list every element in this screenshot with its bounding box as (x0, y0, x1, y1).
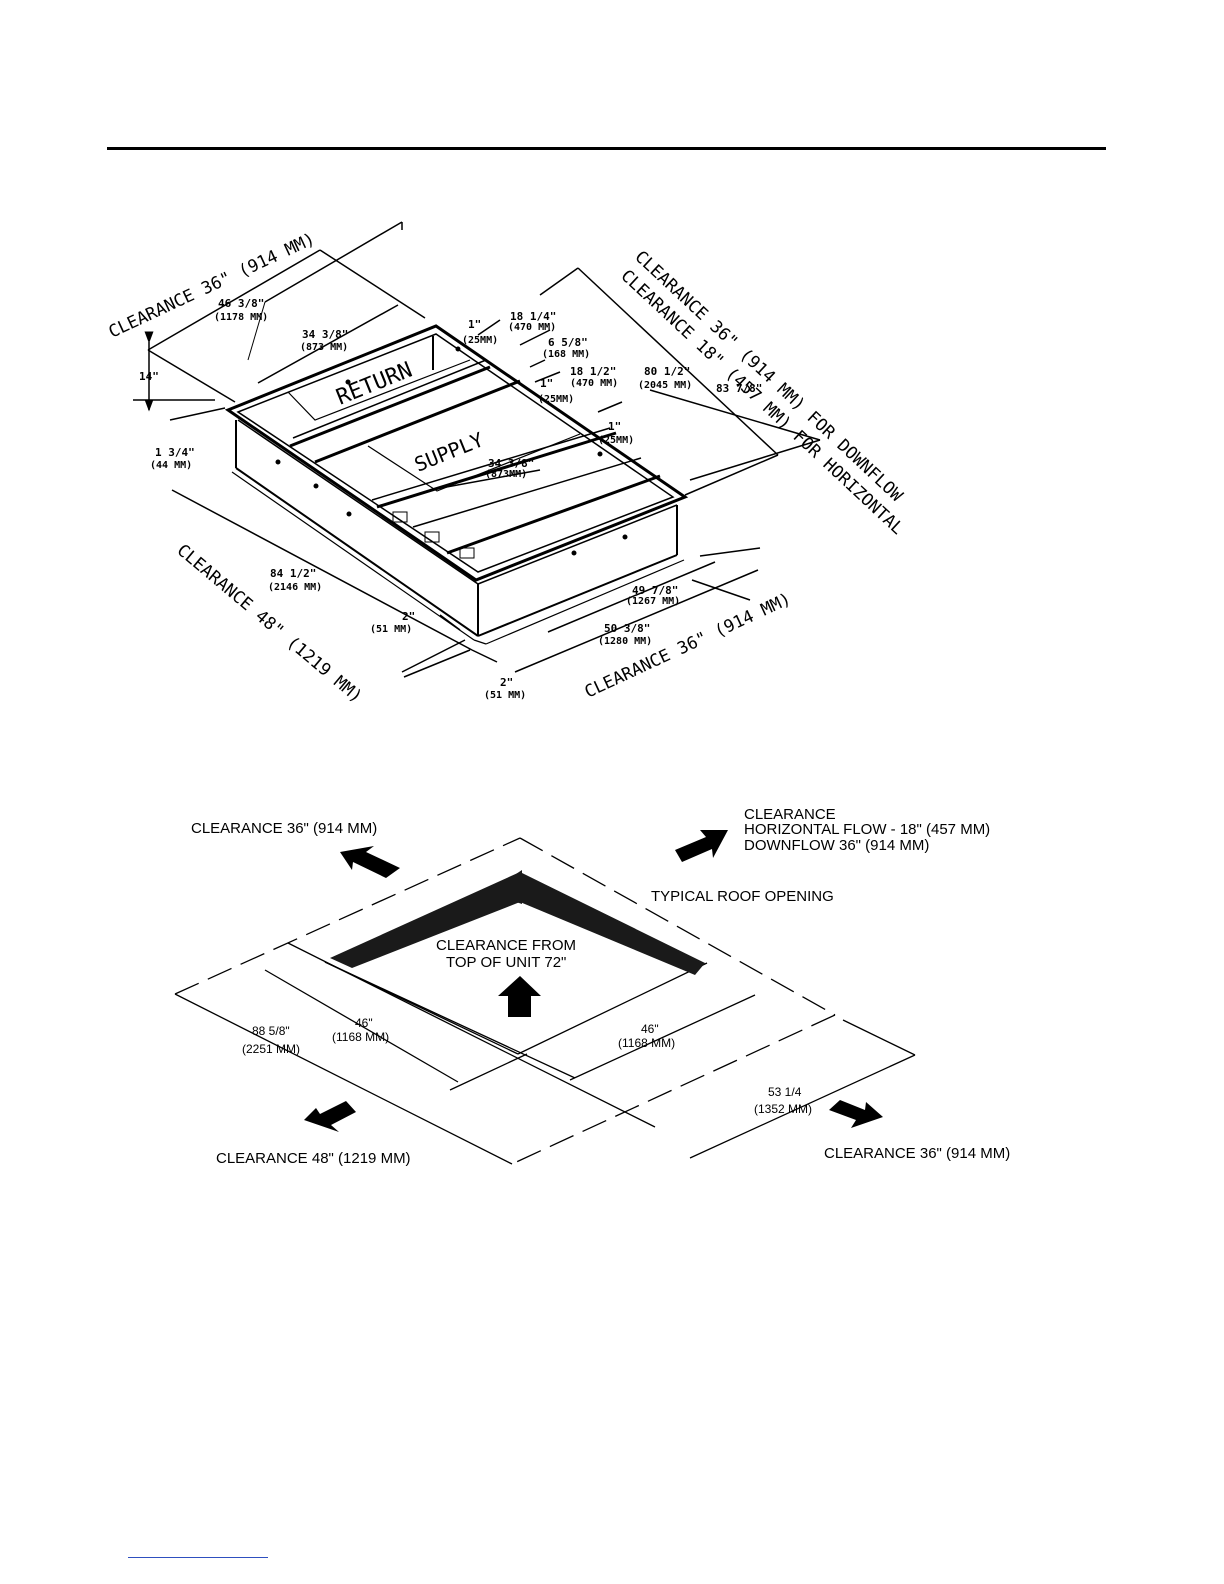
dim-80-1-2: 80 1/2" (644, 365, 690, 378)
roof-dim-46-left: 46" (355, 1016, 373, 1030)
dim-84-1-2: 84 1/2" (270, 567, 316, 580)
dim-1-c: 1" (608, 420, 621, 433)
curb-dimension-lines (133, 221, 821, 678)
dim-873-mid: (873MM) (485, 469, 527, 480)
footer-link-underline[interactable] (128, 1557, 268, 1558)
arrow-up-left-icon (340, 846, 400, 878)
opening-walls (330, 870, 705, 975)
dim-2045: (2045 MM) (638, 380, 692, 391)
clearance-arrows (304, 830, 883, 1132)
roof-opening-diagram: CLEARANCE 36" (914 MM) CLEARANCE HORIZON… (174, 806, 1010, 1167)
arrow-up-right-icon (675, 830, 728, 862)
roof-clearance-bottom-left: CLEARANCE 48" (1219 MM) (216, 1150, 411, 1167)
dim-83-7-8: 83 7/8" (716, 382, 762, 395)
roof-dim-53-1-4: 53 1/4 (768, 1085, 802, 1099)
dim-51-b: (51 MM) (484, 690, 526, 701)
roof-dim-1352: (1352 MM) (754, 1102, 812, 1116)
roof-dim-1168-left: (1168 MM) (332, 1030, 389, 1044)
dim-34-3-8-mid: 34 3/8" (488, 457, 534, 470)
dim-2-a: 2" (402, 610, 415, 623)
clearance-top-left-label: CLEARANCE 36" (914 MM) (106, 229, 319, 342)
roof-dim-46-right: 46" (641, 1022, 659, 1036)
dim-1-b: 1" (540, 377, 553, 390)
dim-51-a: (51 MM) (370, 624, 412, 635)
dim-49-7-8: 49 7/8" (632, 584, 678, 597)
dim-2146: (2146 MM) (268, 582, 322, 593)
clearance-outline (174, 837, 836, 1165)
dim-470-a: (470 MM) (508, 322, 556, 333)
dim-1-3-4: 1 3/4" (155, 446, 195, 459)
roof-clearance-top-right-3: DOWNFLOW 36" (914 MM) (744, 837, 929, 854)
roof-opening-labels: CLEARANCE 36" (914 MM) CLEARANCE HORIZON… (191, 806, 1010, 1167)
roof-dim-1168-right: (1168 MM) (618, 1036, 675, 1050)
clearance-bottom-left-label: CLEARANCE 48" (1219 MM) (173, 541, 366, 708)
dim-25-b: (25MM) (538, 394, 574, 405)
header-rule (107, 147, 1106, 150)
roof-dim-88-5-8: 88 5/8" (252, 1024, 290, 1038)
arrow-down-right-icon (829, 1100, 883, 1128)
dim-873-top: (873 MM) (300, 342, 348, 353)
dim-1178: (1178 MM) (214, 312, 268, 323)
dim-1280: (1280 MM) (598, 636, 652, 647)
dim-18-1-4: 18 1/4" (510, 310, 556, 323)
typical-roof-opening-label: TYPICAL ROOF OPENING (651, 888, 834, 905)
arrow-down-left-icon (304, 1101, 356, 1132)
dim-18-1-2: 18 1/2" (570, 365, 616, 378)
dim-25-c: (25MM) (598, 435, 634, 446)
roof-clearance-bottom-right: CLEARANCE 36" (914 MM) (824, 1145, 1010, 1162)
dim-25-a: (25MM) (462, 335, 498, 346)
dim-2-b: 2" (500, 676, 513, 689)
dim-46-3-8: 46 3/8" (218, 297, 264, 310)
opening-lines (174, 942, 916, 1165)
roof-clearance-top-right-1: CLEARANCE (744, 806, 836, 823)
dim-50-3-8: 50 3/8" (604, 622, 650, 635)
roof-clearance-top-right-2: HORIZONTAL FLOW - 18" (457 MM) (744, 821, 990, 838)
clearance-from-top-2: TOP OF UNIT 72" (446, 954, 566, 971)
dim-6-5-8: 6 5/8" (548, 336, 588, 349)
dim-34-3-8-top: 34 3/8" (302, 328, 348, 341)
dim-168: (168 MM) (542, 349, 590, 360)
curb-body (224, 324, 689, 645)
arrow-up-icon (498, 976, 541, 1017)
clearance-from-top-1: CLEARANCE FROM (436, 937, 576, 954)
dim-470-b: (470 MM) (570, 378, 618, 389)
dim-1267: (1267 MM) (626, 596, 680, 607)
dim-14: 14" (139, 370, 159, 383)
dim-1-a: 1" (468, 318, 481, 331)
roof-dim-2251: (2251 MM) (242, 1042, 300, 1056)
dim-44: (44 MM) (150, 460, 192, 471)
roof-clearance-top-left: CLEARANCE 36" (914 MM) (191, 820, 377, 837)
roof-curb-diagram: RETURN SUPPLY CLEARANCE 36" (914 MM) CLE… (106, 221, 907, 708)
